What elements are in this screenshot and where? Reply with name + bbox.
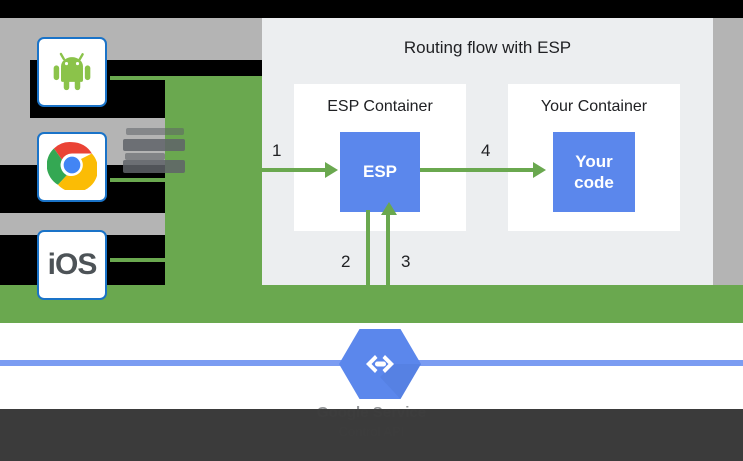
clipped-text-fragment [126,128,184,135]
page-right-gray-band [713,18,743,296]
arrow-1-head-icon [325,162,338,178]
arrow-1-line [262,168,330,172]
arrow-3-line [386,214,390,323]
chrome-client-card [37,132,107,202]
android-icon [50,48,94,97]
arrow-4-head-icon [533,162,546,178]
arrow-2-line [366,210,370,323]
arrow-4-line [420,168,538,172]
your-code-node: Your code [553,132,635,212]
your-code-line2: code [574,173,614,192]
clipped-text-fragment [125,153,165,160]
esp-node-label: ESP [362,162,398,182]
page-top-black-band [0,0,743,18]
arrow-2-label: 2 [341,252,351,271]
arrow-3-label: 3 [401,252,411,271]
api-hexagon-icon [339,327,421,401]
green-band [0,285,743,323]
green-rule [110,258,270,262]
bottom-dark-overlay [0,409,743,461]
android-client-card [37,37,107,107]
chrome-icon [46,140,98,195]
your-code-line1: Your [575,151,613,171]
clipped-text-fragment [123,160,185,173]
your-code-node-label: Your code [574,151,614,194]
clipped-text-fragment [123,139,185,151]
arrow-4-label: 4 [481,141,491,160]
diagram-title: Routing flow with ESP [403,38,572,57]
your-container-title: Your Container [540,98,648,115]
ios-label: iOS [47,248,98,281]
green-rule [110,76,270,80]
green-block-backdrop [165,80,265,300]
esp-container-title: ESP Container [327,98,433,115]
arrow-1-label: 1 [272,141,282,160]
esp-node: ESP [340,132,420,212]
ios-client-card: iOS [37,230,107,300]
arrow-3-head-icon [381,202,397,215]
green-rule [110,178,270,182]
